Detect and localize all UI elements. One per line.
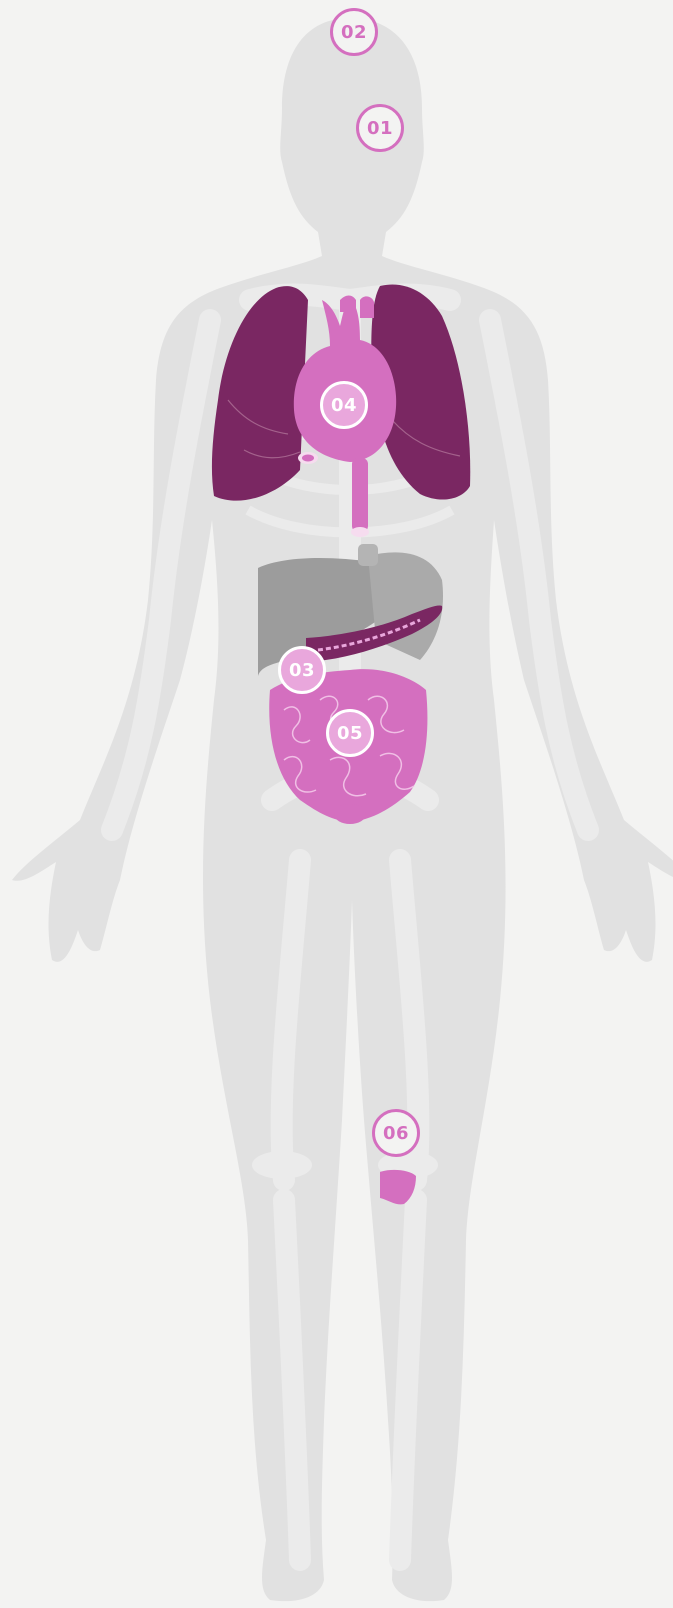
marker-02[interactable]: 02 <box>330 8 378 56</box>
marker-01[interactable]: 01 <box>356 104 404 152</box>
marker-04[interactable]: 04 <box>320 381 368 429</box>
marker-03[interactable]: 03 <box>278 646 326 694</box>
marker-05[interactable]: 05 <box>326 709 374 757</box>
marker-06[interactable]: 06 <box>372 1109 420 1157</box>
